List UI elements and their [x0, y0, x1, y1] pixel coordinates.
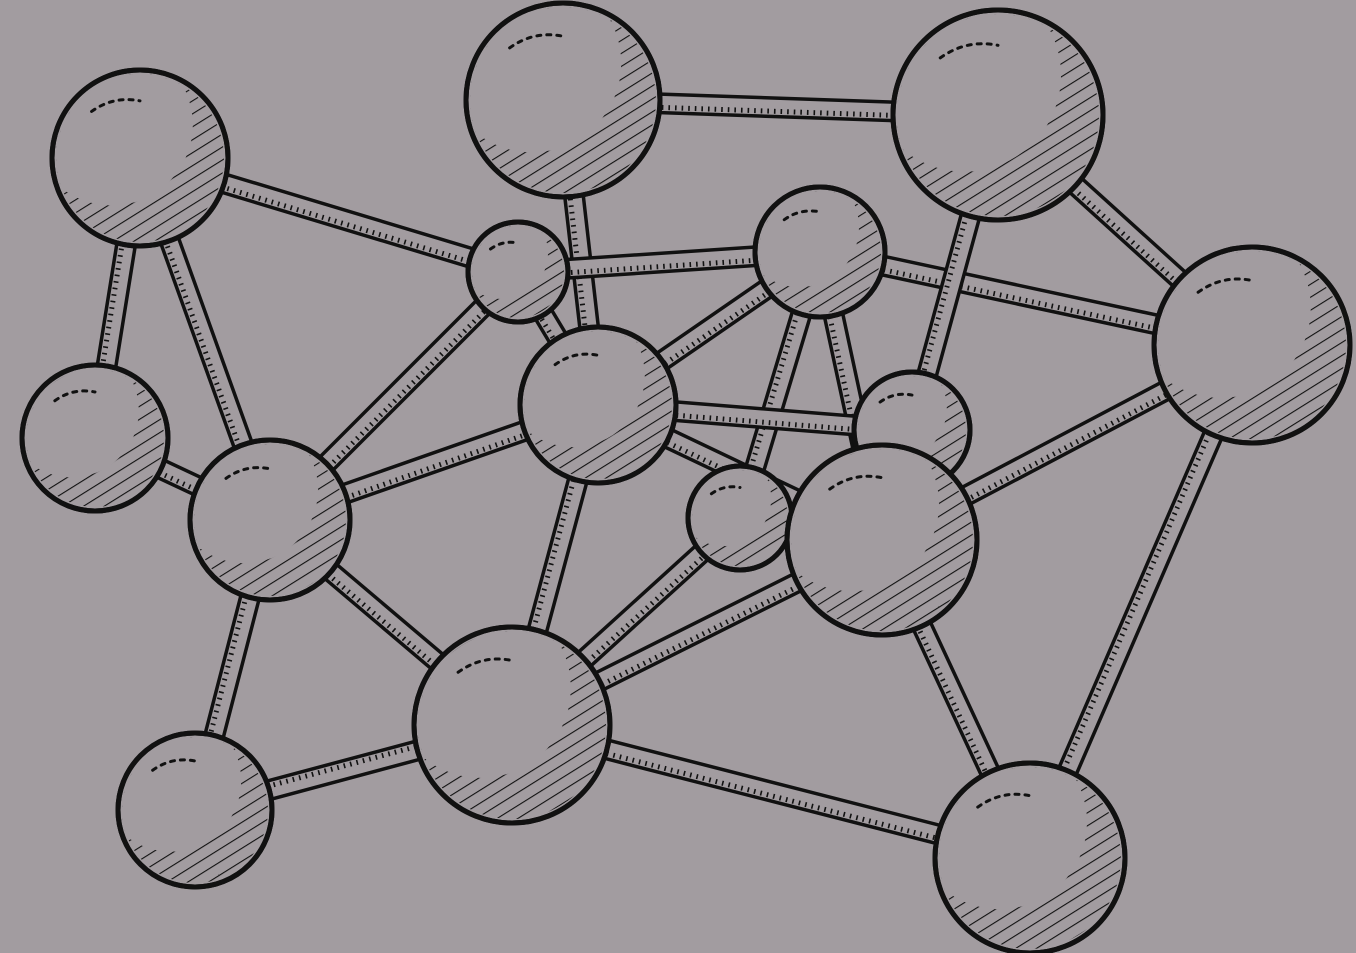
illustration-stage [0, 0, 1356, 953]
molecule-illustration [0, 0, 1356, 953]
